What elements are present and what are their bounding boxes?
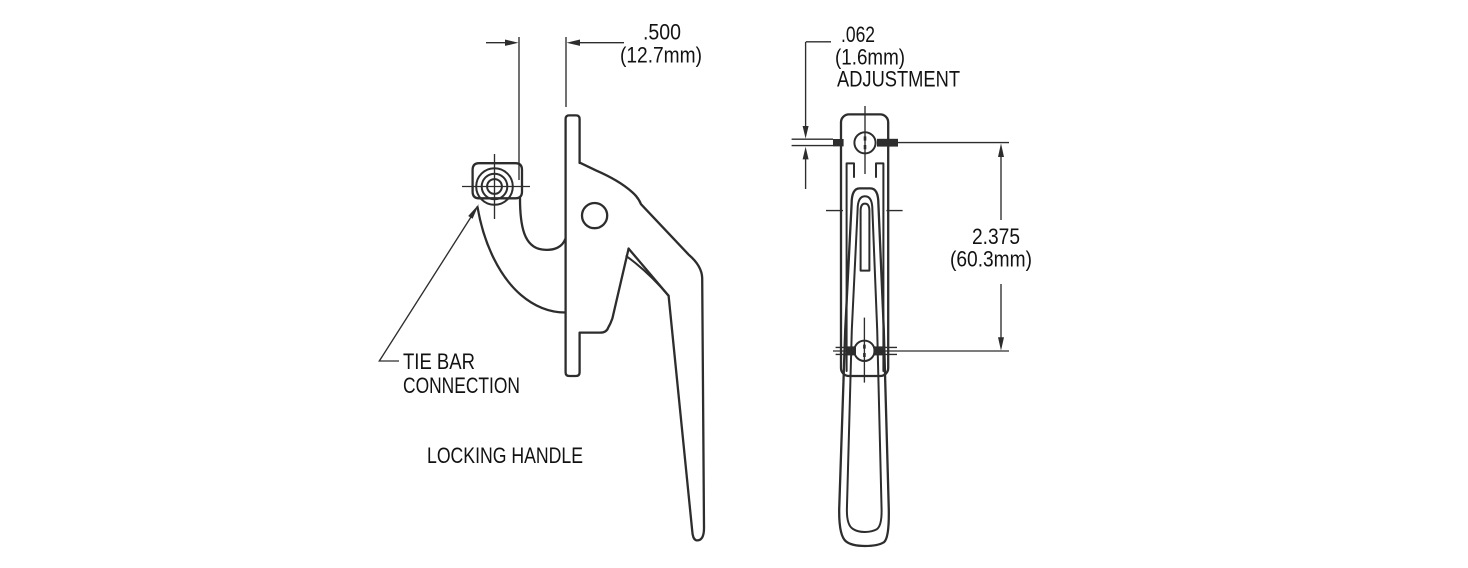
tie-bar-leader-arrow (468, 204, 479, 219)
bottom-screw-gap-lines-right (884, 346, 897, 356)
width-dim-arrow-left (505, 39, 519, 46)
adjustment-gap-lines (791, 138, 833, 147)
handle-pivot-hole (580, 201, 609, 230)
width-dim-metric: (12.7mm) (620, 43, 702, 68)
height-dim-metric: (60.3mm) (950, 247, 1032, 272)
hook-outer-curve (476, 205, 567, 314)
width-dim-arrow-right (566, 39, 580, 46)
height-dim-arrow-down (998, 337, 1004, 351)
adjustment-dim-metric: (1.6mm) (835, 45, 905, 70)
tie-bar-bracket (471, 162, 524, 200)
plate-slot-cutouts (845, 162, 885, 372)
handle-lever-outline (578, 161, 706, 542)
adjustment-label: ADJUSTMENT (837, 67, 960, 92)
hook-inner-curve (518, 197, 567, 251)
width-dim-value: .500 (643, 20, 681, 45)
grip-inner-face-line (845, 195, 883, 533)
grip-outer-outline (838, 187, 890, 548)
bottom-screw-clamp-right (873, 346, 884, 356)
handle-elbow-fillet (625, 255, 670, 297)
adjustment-arrow-up (802, 146, 809, 160)
adjustment-arrow-down (802, 126, 809, 139)
tie-bar-leader-line (378, 211, 476, 362)
top-screw-clamp-left (833, 139, 844, 147)
height-dim-value: 2.375 (972, 224, 1020, 249)
keeper-ledge-edge (578, 247, 630, 334)
left-view-side-profile: .500 (12.7mm) TIE BAR CONNECTION LOCKING… (378, 20, 706, 542)
bottom-screw-clamp-left (847, 346, 856, 356)
top-screw-clamp-right (877, 138, 898, 147)
top-screw-circle (853, 131, 877, 155)
right-view-front-elevation: .062 (1.6mm) ADJUSTMENT 2.375 (60.3mm) (791, 22, 1032, 548)
adjustment-dim-value: .062 (841, 22, 875, 47)
left-view-caption: LOCKING HANDLE (427, 443, 583, 468)
tie-bar-callout-line1: TIE BAR (403, 349, 475, 374)
tie-bar-callout-line2: CONNECTION (403, 373, 520, 398)
mounting-plate-side (564, 114, 581, 378)
grip-neck-slot (859, 202, 871, 272)
